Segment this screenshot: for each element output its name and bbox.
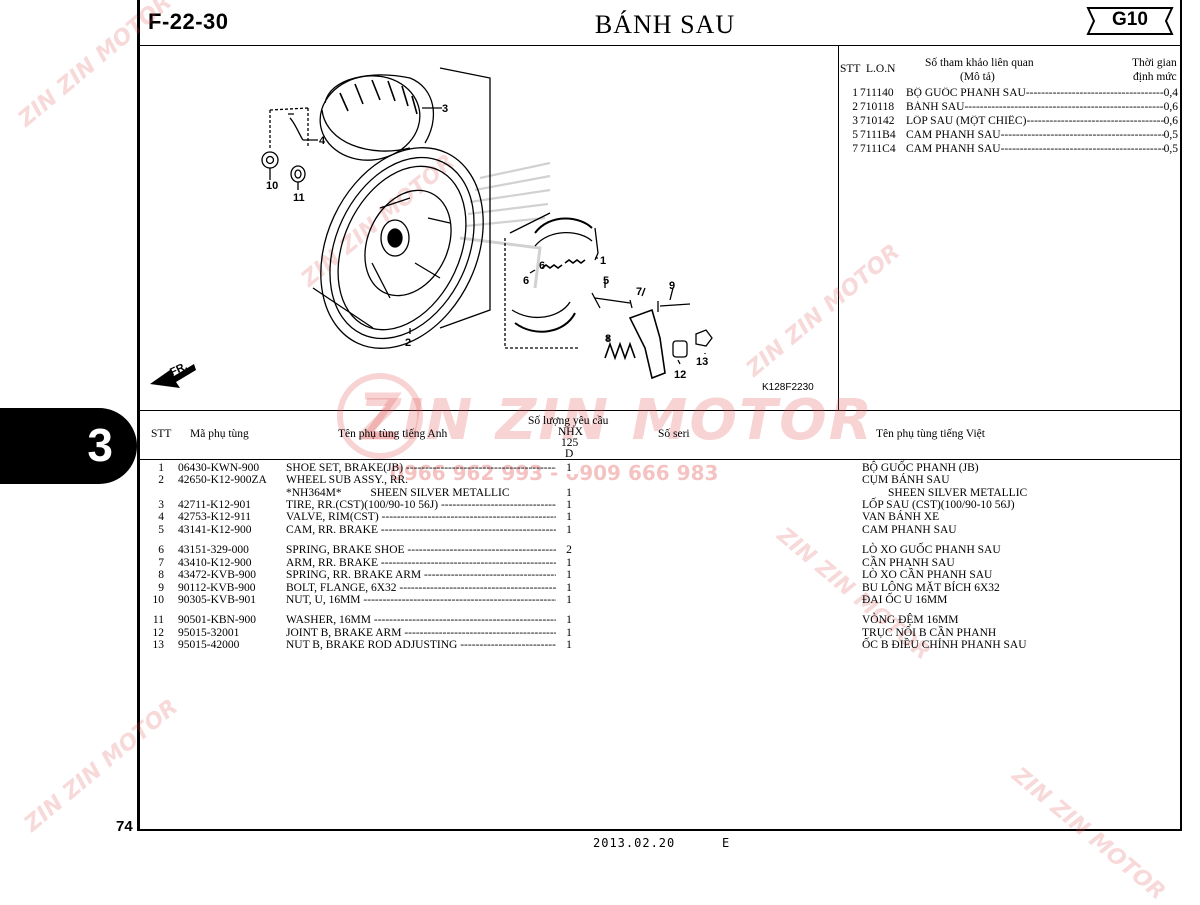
callout-8: 8 [605, 333, 611, 345]
labor-header-lon: L.O.N [866, 63, 896, 75]
exploded-diagram: FR. 1 2 3 4 5 6 6 7 8 9 10 11 12 13 [150, 67, 713, 388]
header-qty-model: NHX [558, 426, 583, 438]
front-arrow-icon [150, 364, 196, 388]
group-badge: G10 [1086, 6, 1174, 36]
wheel-illustration [320, 147, 484, 349]
header-name-en: Tên phụ tùng tiếng Anh [338, 428, 448, 440]
callout-13: 13 [696, 356, 708, 368]
divider [137, 410, 1182, 411]
header-part-no: Mã phụ tùng [190, 428, 249, 440]
front-label: FR. [168, 360, 189, 378]
header-qty-cc: 125 [561, 437, 579, 449]
callout-7: 7 [636, 286, 642, 298]
page-number: 74 [116, 818, 133, 835]
section-code: F-22-30 [148, 9, 229, 34]
footer-date: 2013.02.20 [593, 836, 676, 850]
callout-6b: 6 [539, 260, 545, 272]
divider [137, 459, 1182, 460]
callout-1: 1 [600, 255, 606, 267]
callout-3: 3 [442, 103, 448, 115]
header-serial: Số seri [658, 428, 690, 440]
group-code: G10 [1112, 9, 1148, 30]
tire-illustration [319, 74, 435, 161]
labor-header-stt: STT [840, 63, 861, 75]
divider [838, 45, 839, 410]
header-qty: Số lượng yêu cầu [528, 415, 609, 427]
labor-header-time: Thời gian [1132, 57, 1177, 69]
callout-5: 5 [603, 275, 609, 287]
drawing-code: K128F2230 [762, 382, 814, 393]
footer-edition: E [722, 836, 730, 850]
labor-header-time2: định mức [1133, 71, 1177, 83]
callout-11: 11 [293, 192, 305, 204]
callout-2: 2 [405, 337, 411, 349]
header-name-vn: Tên phụ tùng tiếng Việt [876, 428, 985, 440]
page-title: BÁNH SAU [594, 10, 736, 39]
header-stt: STT [151, 428, 172, 440]
page-frame [137, 0, 1182, 831]
labor-header-ref: Số tham khảo liên quan [925, 57, 1034, 69]
callout-12: 12 [674, 369, 686, 381]
chapter-tab: 3 [0, 408, 137, 484]
callout-9: 9 [669, 280, 675, 292]
labor-header-desc: (Mô tả) [960, 71, 995, 83]
divider [137, 45, 1182, 46]
chapter-number: 3 [87, 419, 113, 471]
callout-4: 4 [319, 135, 326, 147]
header-qty-type: D [565, 448, 574, 460]
callout-6: 6 [523, 275, 529, 287]
callout-10: 10 [266, 180, 278, 192]
